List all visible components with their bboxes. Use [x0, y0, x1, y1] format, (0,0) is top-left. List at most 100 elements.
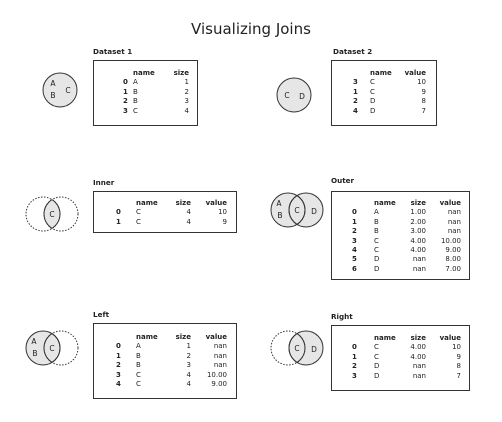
- right-title: Right: [331, 312, 353, 321]
- outer-cell: 9.00: [445, 246, 461, 254]
- dataset2-title: Dataset 2: [333, 47, 373, 56]
- left-venn-label-b: B: [32, 349, 37, 358]
- dataset2-row-index: 4: [353, 106, 358, 115]
- dataset1-cell: A: [133, 78, 138, 87]
- left-cell: 1: [186, 342, 191, 351]
- outer-venn-label-b: B: [277, 211, 282, 220]
- outer-lens-outline-2: [288, 193, 305, 227]
- inner-cell: 9: [222, 217, 227, 226]
- right-cell: 7: [456, 371, 461, 380]
- inner-cell: 4: [186, 208, 191, 217]
- outer-title: Outer: [331, 176, 355, 185]
- dataset1-col-header: name: [133, 69, 155, 77]
- left-table-box: [93, 323, 237, 399]
- outer-cell: 4.00: [410, 236, 426, 245]
- inner-intersection-fill: [44, 197, 60, 231]
- left-cell: nan: [213, 342, 227, 351]
- inner-lens-outline: [44, 197, 61, 231]
- outer-row-index: 4: [352, 246, 357, 254]
- left-row-index: 3: [116, 370, 121, 379]
- dataset2-table-box: [331, 60, 437, 126]
- outer-cell: nan: [447, 227, 461, 236]
- right-col-header: value: [439, 334, 461, 342]
- right-table-box: [331, 325, 470, 391]
- left-cell: 10.00: [206, 370, 227, 379]
- figure-title: Visualizing Joins: [191, 20, 311, 38]
- outer-venn-label-a: A: [276, 199, 282, 208]
- left-row-index: 4: [116, 380, 121, 388]
- left-cell: C: [136, 380, 141, 388]
- left-cell: 9.00: [211, 380, 227, 388]
- outer-cell: 2.00: [410, 217, 426, 226]
- left-row-index: 0: [116, 342, 121, 351]
- outer-row-index: 3: [352, 236, 357, 245]
- dataset2-venn-label-c: C: [284, 91, 289, 100]
- outer-cell: C: [374, 246, 379, 254]
- right-cell: 4.00: [410, 352, 426, 361]
- outer-right-fill: [289, 193, 323, 227]
- dataset1-cell: 1: [184, 78, 189, 87]
- left-left-fill: [26, 331, 60, 365]
- inner-table-box: [93, 191, 237, 233]
- left-lens-outline: [44, 331, 61, 365]
- left-row-index: 2: [116, 361, 121, 370]
- dataset2-row-index: 2: [353, 97, 358, 106]
- left-col-header: value: [205, 333, 227, 341]
- dataset2-cell: D: [370, 97, 376, 106]
- inner-cell: C: [136, 208, 141, 217]
- left-right-circle: [43, 330, 79, 366]
- left-cell: 4: [186, 380, 191, 388]
- dataset2-row-index: 1: [353, 87, 358, 96]
- right-venn-label-d: D: [311, 345, 317, 354]
- left-cell: nan: [213, 361, 227, 370]
- right-col-header: name: [374, 334, 396, 342]
- inner-venn: C: [25, 196, 79, 232]
- left-title: Left: [93, 310, 110, 319]
- dataset1-row-index: 1: [123, 87, 128, 96]
- right-cell: 9: [456, 352, 461, 361]
- right-venn-label-c: C: [294, 344, 299, 353]
- outer-cell: 1.00: [410, 208, 426, 217]
- left-venn-label-a: A: [31, 337, 37, 346]
- dataset1-cell: B: [133, 97, 138, 106]
- right-cell: C: [374, 343, 379, 352]
- outer-table-box: [331, 191, 470, 280]
- inner-lens-outline-2: [43, 197, 60, 231]
- right-row-index: 3: [352, 371, 357, 380]
- right-cell: nan: [412, 362, 426, 371]
- outer-col-header: size: [410, 199, 426, 207]
- outer-cell: 10.00: [440, 236, 461, 245]
- left-cell: C: [136, 370, 141, 379]
- inner-title: Inner: [93, 178, 115, 187]
- right-row-index: 0: [352, 343, 357, 352]
- outer-cell: A: [374, 208, 379, 217]
- inner-row-index: 0: [116, 208, 121, 217]
- dataset1-cell: B: [133, 87, 138, 96]
- dataset2-cell: C: [370, 78, 375, 87]
- outer-col-header: name: [374, 199, 396, 207]
- dataset1-circle: [42, 72, 78, 108]
- inner-right-circle: [43, 196, 79, 232]
- left-row-index: 1: [116, 351, 121, 360]
- dataset1-venn-label-c: C: [65, 86, 70, 95]
- dataset1-title: Dataset 1: [93, 47, 133, 56]
- right-row-index: 2: [352, 362, 357, 371]
- left-lens-outline-2: [43, 331, 60, 365]
- inner-col-header: name: [136, 199, 158, 207]
- left-cell: nan: [213, 351, 227, 360]
- dataset2-cell: C: [370, 87, 375, 96]
- outer-cell: 8.00: [445, 255, 461, 264]
- outer-venn-label-c: C: [294, 206, 299, 215]
- left-cell: B: [136, 361, 141, 370]
- dataset1-cell: C: [133, 106, 138, 115]
- outer-cell: 4.00: [410, 246, 426, 254]
- outer-cell: D: [374, 255, 380, 264]
- outer-cell: nan: [447, 208, 461, 217]
- outer-cell: 7.00: [445, 264, 461, 273]
- dataset2-cell: 8: [421, 97, 426, 106]
- outer-cell: D: [374, 264, 380, 273]
- right-cell: 4.00: [410, 343, 426, 352]
- right-cell: 8: [456, 362, 461, 371]
- dataset1-row-index: 3: [123, 106, 128, 115]
